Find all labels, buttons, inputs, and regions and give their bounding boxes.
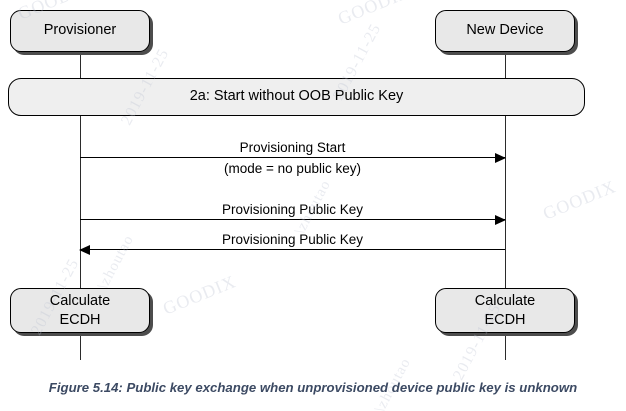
message-label-above-2: Provisioning Public Key (221, 232, 364, 247)
message-label-above-0: Provisioning Start (239, 140, 346, 155)
activity-label-provisioner: Calculate ECDH (50, 292, 110, 328)
figure-caption: Figure 5.14: Public key exchange when un… (48, 380, 578, 395)
actor-box-new-device[interactable]: New Device (435, 10, 575, 52)
activity-box-calculate-ecdh-new-device[interactable]: Calculate ECDH (435, 288, 575, 333)
message-arrow-provisioning-start[interactable]: Provisioning Start (mode = no public key… (80, 140, 506, 176)
lifeline-new-device (505, 52, 506, 360)
watermark-text: GOODIX (335, 0, 414, 29)
activity-label-line1-new-device: Calculate (474, 293, 536, 310)
actor-box-provisioner[interactable]: Provisioner (10, 10, 150, 52)
arrowhead-right-icon-1 (495, 214, 506, 225)
activity-label-line1-provisioner: Calculate (49, 293, 111, 310)
watermark-text: GOODIX (540, 176, 619, 224)
phase-box-start-without-oob[interactable]: 2a: Start without OOB Public Key (8, 78, 585, 116)
activity-label-line2-provisioner: ECDH (59, 311, 101, 328)
message-arrow-provisioning-public-key-in[interactable]: Provisioning Public Key (79, 232, 505, 255)
arrowhead-left-icon-2 (79, 244, 90, 255)
arrowhead-right-icon-0 (495, 152, 506, 163)
activity-box-calculate-ecdh-provisioner[interactable]: Calculate ECDH (10, 288, 150, 333)
lifeline-provisioner (80, 52, 81, 360)
actor-label-new-device: New Device (466, 22, 544, 39)
watermark-text: GOODIX (160, 271, 239, 319)
phase-box-label: 2a: Start without OOB Public Key (189, 88, 404, 105)
message-label-above-1: Provisioning Public Key (221, 202, 364, 217)
message-label-below-0: (mode = no public key) (224, 161, 361, 176)
activity-label-line2-new-device: ECDH (484, 311, 526, 328)
activity-label-new-device: Calculate ECDH (475, 292, 535, 328)
actor-label-provisioner: Provisioner (43, 22, 117, 39)
message-arrow-provisioning-public-key-out[interactable]: Provisioning Public Key (80, 202, 506, 225)
